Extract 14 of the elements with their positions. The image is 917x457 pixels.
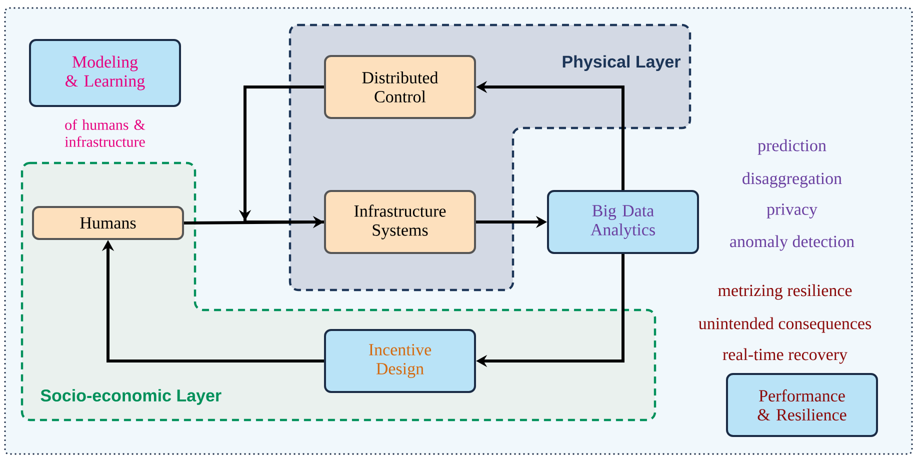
- annotation-text: privacy: [766, 204, 818, 218]
- node-caption: of humans & infrastructure: [64, 119, 146, 147]
- annotation-text: disaggregation: [742, 172, 842, 188]
- annotation-text: anomaly detection: [730, 235, 854, 251]
- process-box: Big Data Analytics: [547, 190, 699, 254]
- process-box: Performance & Resilience: [726, 373, 878, 437]
- annotation-text: prediction: [758, 139, 826, 155]
- process-box: Distributed Control: [324, 55, 476, 119]
- process-box: Infrastructure Systems: [324, 190, 476, 254]
- process-box: Humans: [32, 206, 184, 240]
- annotation-text: unintended consequences: [698, 317, 872, 333]
- process-box: Incentive Design: [324, 329, 476, 393]
- process-box: Modeling & Learning: [29, 39, 181, 107]
- annotation-text: metrizing resilience: [718, 284, 852, 300]
